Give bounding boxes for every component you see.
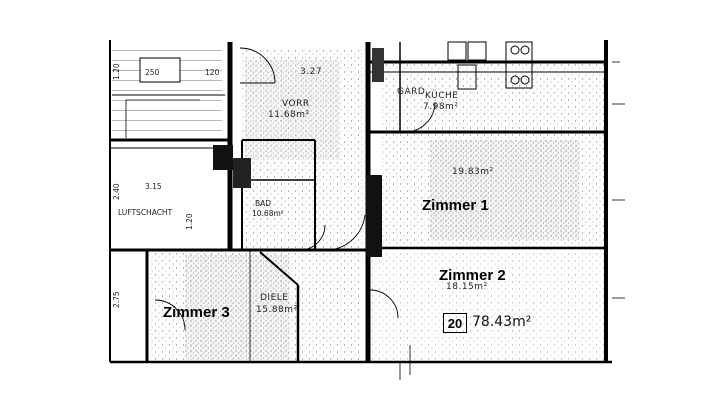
unit-number-box: 20 xyxy=(443,313,467,333)
dimension-label: 1.20 xyxy=(112,63,121,80)
luftschacht-label: LUFTSCHACHT xyxy=(118,208,173,217)
vorr-area: 11.68m² xyxy=(268,110,310,120)
zimmer2-label: Zimmer 2 xyxy=(439,267,506,284)
garderobe-label: GARD xyxy=(397,87,426,97)
bad-label: BAD xyxy=(255,199,272,208)
kitchen-fixtures xyxy=(447,41,533,90)
wall-column xyxy=(372,48,384,82)
dimension-label: 1.20 xyxy=(185,213,194,230)
dimension-label: 2.75 xyxy=(112,291,121,308)
wall-column xyxy=(366,175,382,257)
chimney-block xyxy=(213,145,233,170)
zimmer2-texture xyxy=(372,252,607,362)
bad-area: 10.68m² xyxy=(252,209,284,218)
vorr-stain xyxy=(245,60,340,160)
vorr-label: VORR xyxy=(282,99,310,109)
kueche-label: KÜCHE xyxy=(425,91,459,101)
stairwell-dim: 250 xyxy=(145,68,160,77)
stairwell xyxy=(112,42,222,140)
zimmer3-label: Zimmer 3 xyxy=(163,304,230,321)
diele-stain xyxy=(185,255,290,360)
zimmer2-area: 18.15m² xyxy=(446,282,488,292)
unit-total-area: 78.43m² xyxy=(472,314,532,330)
dimension-label: 3.15 xyxy=(145,182,162,191)
zimmer1-area: 19.83m² xyxy=(452,167,494,177)
zimmer1-label: Zimmer 1 xyxy=(422,197,489,214)
zimmer1-stain xyxy=(430,140,580,240)
walls xyxy=(109,40,612,364)
kueche-area: 7.98m² xyxy=(423,102,459,112)
stairwell-dim: 120 xyxy=(205,68,220,77)
dimension-label: 3.27 xyxy=(300,67,323,77)
doors xyxy=(154,47,436,331)
dimension-ticks xyxy=(399,61,625,380)
diele-area: 15.88m² xyxy=(256,305,298,315)
chimney-block xyxy=(233,158,251,188)
diele-label: DIELE xyxy=(260,293,289,303)
dimension-label: 2.40 xyxy=(112,183,121,200)
